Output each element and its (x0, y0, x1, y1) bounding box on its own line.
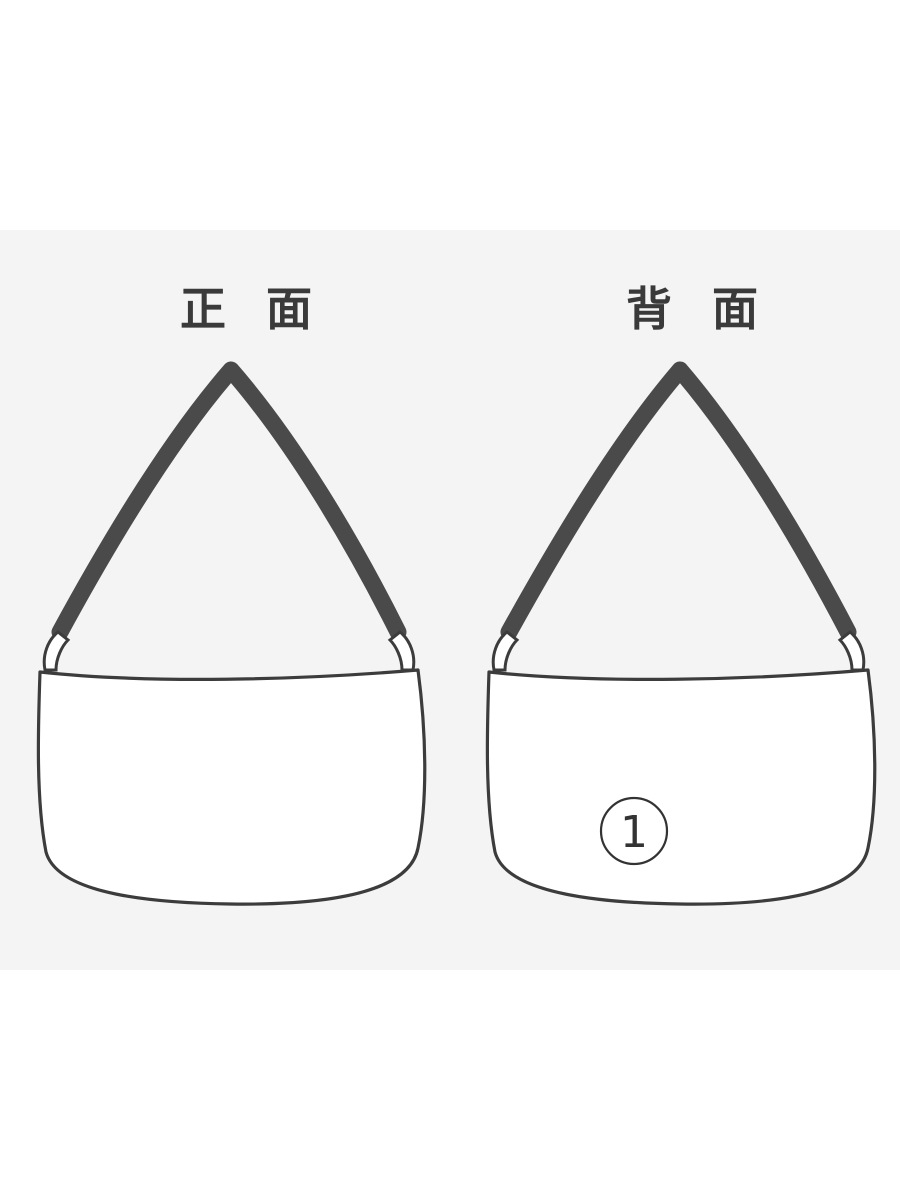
marker-circle (599, 796, 669, 866)
shoulder-bag-front-icon (36, 361, 427, 906)
back-strap (500, 361, 857, 641)
back-right-ring (837, 630, 866, 672)
front-bag-body (36, 668, 427, 906)
shoulder-bag-back-icon: 1 (485, 361, 877, 906)
back-view-label: 背 面 (626, 282, 771, 336)
front-right-ring (387, 630, 416, 672)
back-bag-body (485, 668, 877, 906)
back-marker: 1 (599, 796, 669, 866)
marker-number: 1 (620, 807, 648, 858)
front-left-ring (42, 630, 71, 672)
front-strap (51, 361, 407, 641)
front-view-label: 正 面 (180, 282, 325, 336)
back-left-ring (491, 630, 520, 672)
